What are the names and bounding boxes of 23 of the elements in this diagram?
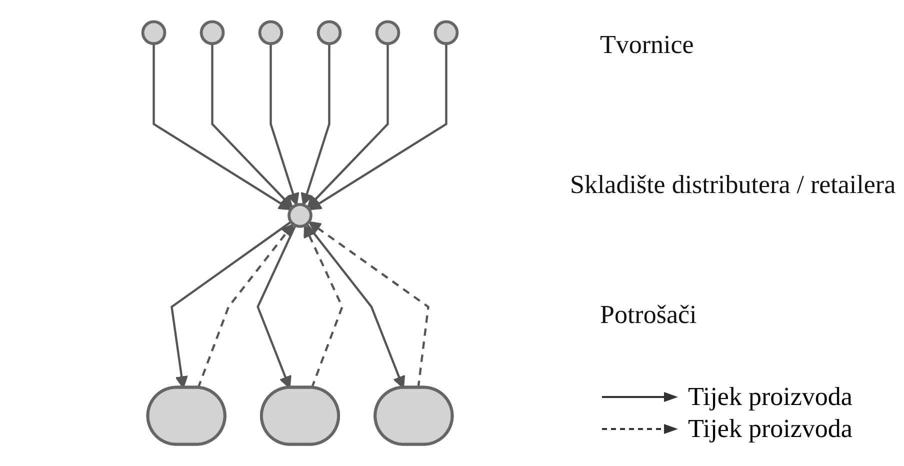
arrow bbox=[308, 221, 430, 388]
node-circle bbox=[141, 20, 166, 46]
node-circle bbox=[288, 203, 312, 228]
node-circle bbox=[316, 20, 342, 46]
legend-label: Tijek proizvoda bbox=[688, 414, 852, 444]
arrow bbox=[304, 224, 344, 388]
node-circle bbox=[434, 20, 459, 46]
arrow bbox=[211, 44, 293, 208]
arrow bbox=[270, 44, 300, 206]
node-circle bbox=[258, 20, 284, 46]
level-label: Tvornice bbox=[600, 30, 694, 60]
level-label: Skladište distributera / retailera bbox=[570, 170, 896, 200]
arrow bbox=[307, 44, 389, 208]
arrow bbox=[300, 44, 330, 206]
node-circle bbox=[375, 20, 400, 46]
level-label: Potrošači bbox=[600, 300, 697, 330]
arrow bbox=[306, 223, 406, 389]
arrow bbox=[256, 224, 296, 389]
arrow bbox=[308, 44, 448, 210]
node-circle bbox=[200, 20, 225, 46]
legend-label: Tijek proizvoda bbox=[688, 382, 852, 412]
arrow bbox=[197, 224, 294, 388]
arrow bbox=[152, 44, 292, 210]
